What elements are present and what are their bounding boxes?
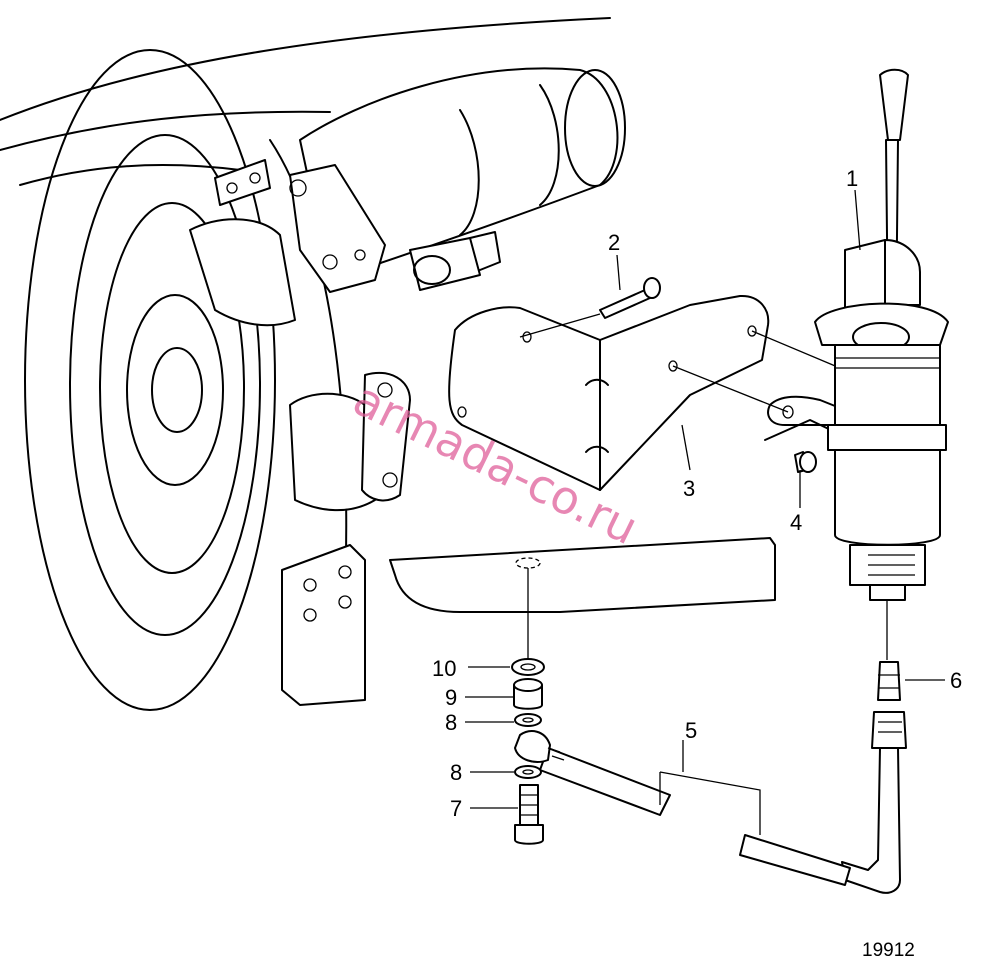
callout-5: 5 [685,718,697,743]
callout-9: 9 [445,685,457,710]
callout-10: 10 [432,656,456,681]
callout-8-lower: 8 [450,760,462,785]
mounting-bracket [448,294,770,491]
callout-labels: 1 2 3 4 5 6 7 8 8 9 10 [432,166,962,821]
banjo-stack [511,557,545,845]
callout-7: 7 [450,796,462,821]
hose-assembly [514,661,907,894]
hand-pump [814,68,949,660]
callout-2: 2 [608,230,620,255]
callout-8-upper: 8 [445,710,457,735]
callout-6: 6 [950,668,962,693]
engine-housing [0,17,776,711]
bolt-2 [519,277,661,338]
callout-1: 1 [846,166,858,191]
leader-lines [465,189,945,835]
starter-motor [289,67,626,293]
callout-3: 3 [683,476,695,501]
callout-4: 4 [790,510,802,535]
bolt-4 [672,330,841,473]
figure-number: 19912 [862,940,915,961]
